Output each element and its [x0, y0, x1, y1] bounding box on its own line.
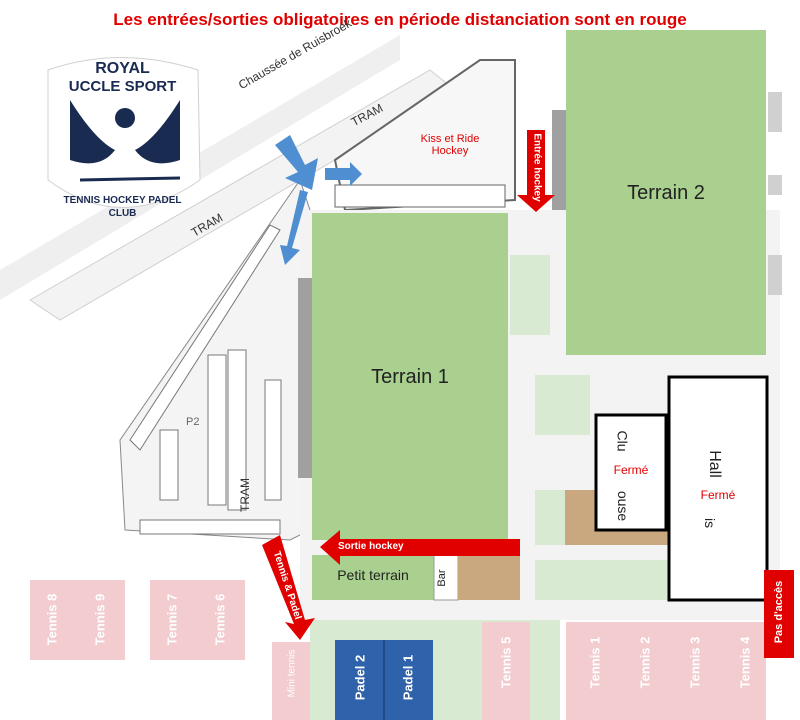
- blue-arrow-entrance: [275, 135, 318, 190]
- logo-stick: [79, 176, 181, 182]
- petit-terrain-label: Petit terrain: [337, 567, 409, 583]
- red-arrow-entree-hockey: [517, 130, 555, 212]
- road-label-tram-3: TRAM: [238, 478, 252, 512]
- mini-tennis-label: Mini tennis: [286, 649, 298, 698]
- terrain-1-label: Terrain 1: [371, 366, 449, 388]
- petit-terrain-field: [312, 555, 434, 600]
- red-arrow-sortie-hockey: [320, 530, 520, 565]
- logo-wing-right: [135, 100, 180, 164]
- green-patch-4: [535, 560, 670, 600]
- parking-label: P2: [186, 416, 200, 428]
- tennis-court-8-9: [30, 580, 125, 660]
- wall-entry: [552, 110, 566, 220]
- map-title: Les entrées/sorties obligatoires en péri…: [113, 10, 687, 29]
- blue-arrow-down: [280, 190, 308, 265]
- entree-hockey-label: Entrée hockey: [531, 133, 543, 202]
- hall-building: [667, 375, 769, 602]
- terrain2-side-block-2: [768, 175, 782, 195]
- padel-1-label: Padel 1: [400, 654, 416, 701]
- blue-arrow-right: [325, 162, 362, 186]
- logo-bird-head: [115, 108, 135, 128]
- logo-line4: CLUB: [108, 208, 137, 219]
- red-box-pas-acces: [764, 570, 794, 658]
- terrain-2-label: Terrain 2: [627, 182, 705, 204]
- tennis-label-4: Tennis 4: [737, 636, 753, 689]
- kiss-ride-bays: [334, 184, 506, 208]
- club-house-label-top: Clu: [614, 430, 631, 452]
- brown-patch-bar: [458, 550, 520, 600]
- terrain-1-field: [312, 213, 508, 540]
- club-house-status: Fermé: [613, 463, 649, 477]
- logo-line2: UCCLE SPORT: [68, 78, 177, 95]
- logo-wing-left: [70, 100, 115, 164]
- pas-acces-label: Pas d'accès: [773, 580, 785, 644]
- parking-bays-col4: [159, 429, 179, 501]
- hall-status: Fermé: [700, 488, 736, 502]
- wall-terrain1: [298, 278, 312, 478]
- bar-label: Bar: [436, 569, 448, 587]
- hall-label-top: Hall: [705, 450, 723, 478]
- terrain2-side-block-3: [768, 255, 782, 295]
- parking-bays-diagonal: [129, 224, 281, 451]
- green-patch-2: [535, 375, 590, 435]
- tennis-label-6: Tennis 6: [212, 593, 228, 646]
- logo-line1: ROYAL: [95, 60, 150, 77]
- green-patch-1: [510, 255, 550, 335]
- terrain2-side-block-1: [768, 92, 782, 132]
- logo-line3: TENNIS HOCKEY PADEL: [63, 195, 182, 206]
- tennis-court-7-6: [150, 580, 245, 660]
- logo-shield: [47, 57, 201, 208]
- hall-label-bottom: is: [702, 517, 719, 529]
- tennis-label-1: Tennis 1: [587, 636, 603, 689]
- tennis-label-9: Tennis 9: [92, 593, 108, 646]
- parking-bays-col2: [227, 349, 247, 511]
- green-patch-3: [535, 490, 565, 545]
- kiss-ride-label: Kiss et Ride Hockey: [420, 133, 480, 157]
- club-house-label-bottom: ouse: [615, 490, 632, 522]
- tennis-label-3: Tennis 3: [687, 636, 703, 689]
- tennis-label-2: Tennis 2: [637, 636, 653, 689]
- terrain-2-field: [566, 30, 766, 355]
- sortie-hockey-label: Sortie hockey: [338, 541, 404, 552]
- tennis-label-8: Tennis 8: [44, 593, 60, 646]
- red-arrow-tennis-padel: [262, 535, 315, 640]
- tennis-label-7: Tennis 7: [164, 593, 180, 646]
- club-house-building: [594, 413, 668, 532]
- tennis-court-1-4: [566, 622, 766, 720]
- tennis-label-5: Tennis 5: [498, 636, 514, 689]
- parking-bays-bottom: [139, 519, 281, 535]
- bar-building: [433, 554, 459, 601]
- mini-tennis-court: [272, 642, 310, 720]
- parking-bays-col1: [207, 354, 227, 506]
- tennis-court-5: [482, 622, 530, 720]
- parking-bays-col3: [264, 379, 282, 501]
- padel-2-label: Padel 2: [352, 654, 368, 701]
